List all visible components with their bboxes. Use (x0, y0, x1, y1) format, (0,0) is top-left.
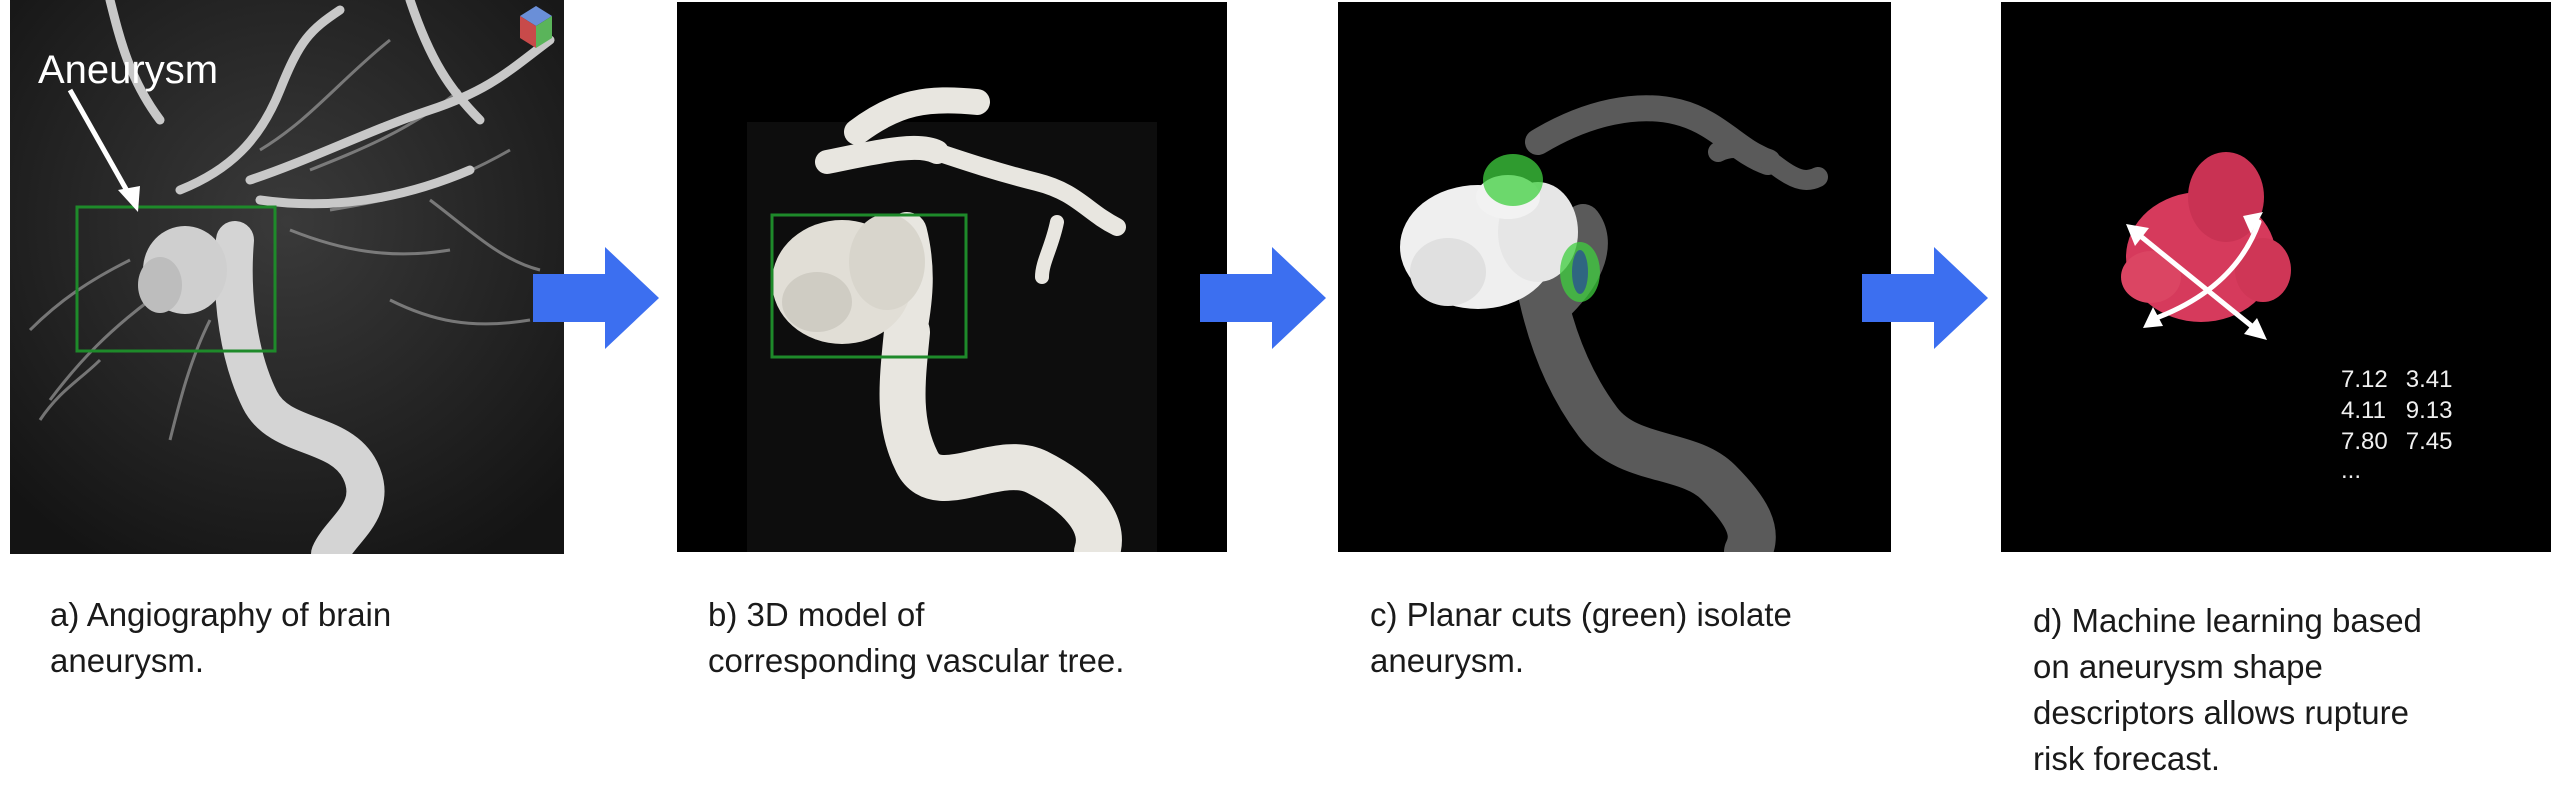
descriptor-value: 9.13 (2405, 397, 2453, 424)
descriptor-value: 7.45 (2405, 428, 2453, 455)
vascular-model-image (677, 2, 1227, 552)
caption-b: b) 3D model of corresponding vascular tr… (708, 596, 1125, 679)
caption-d: d) Machine learning based on aneurysm sh… (2033, 602, 2422, 777)
shape-descriptor-table: 7.12 3.41 4.11 9.13 7.80 7.45 (2341, 364, 2470, 457)
table-row: 7.12 3.41 (2341, 364, 2470, 395)
planar-cuts-render (1338, 2, 1891, 552)
table-row: 7.80 7.45 (2341, 426, 2470, 457)
flow-arrow-2 (1200, 247, 1326, 349)
caption-a: a) Angiography of brain aneurysm. (50, 596, 392, 679)
isolated-aneurysm-render (2001, 2, 2551, 552)
descriptor-ellipsis: ... (2341, 457, 2362, 484)
descriptor-value: 7.80 (2341, 428, 2388, 455)
shape-descriptors-image: 7.12 3.41 4.11 9.13 7.80 7.45 ... (2001, 2, 2551, 552)
angiography-image: Aneurysm (10, 0, 564, 554)
descriptor-value: 4.11 (2341, 397, 2386, 424)
caption-c: c) Planar cuts (green) isolate aneurysm. (1370, 596, 1792, 679)
descriptor-value: 3.41 (2405, 366, 2453, 393)
angiography-vessels (10, 0, 564, 554)
aneurysm-label: Aneurysm (38, 48, 219, 92)
planar-cuts-image (1338, 2, 1891, 552)
descriptor-value: 7.12 (2341, 366, 2388, 393)
vascular-model-render (677, 2, 1227, 552)
table-row: 4.11 9.13 (2341, 395, 2470, 426)
flow-arrow-1 (533, 247, 659, 349)
flow-arrow-3 (1862, 247, 1988, 349)
